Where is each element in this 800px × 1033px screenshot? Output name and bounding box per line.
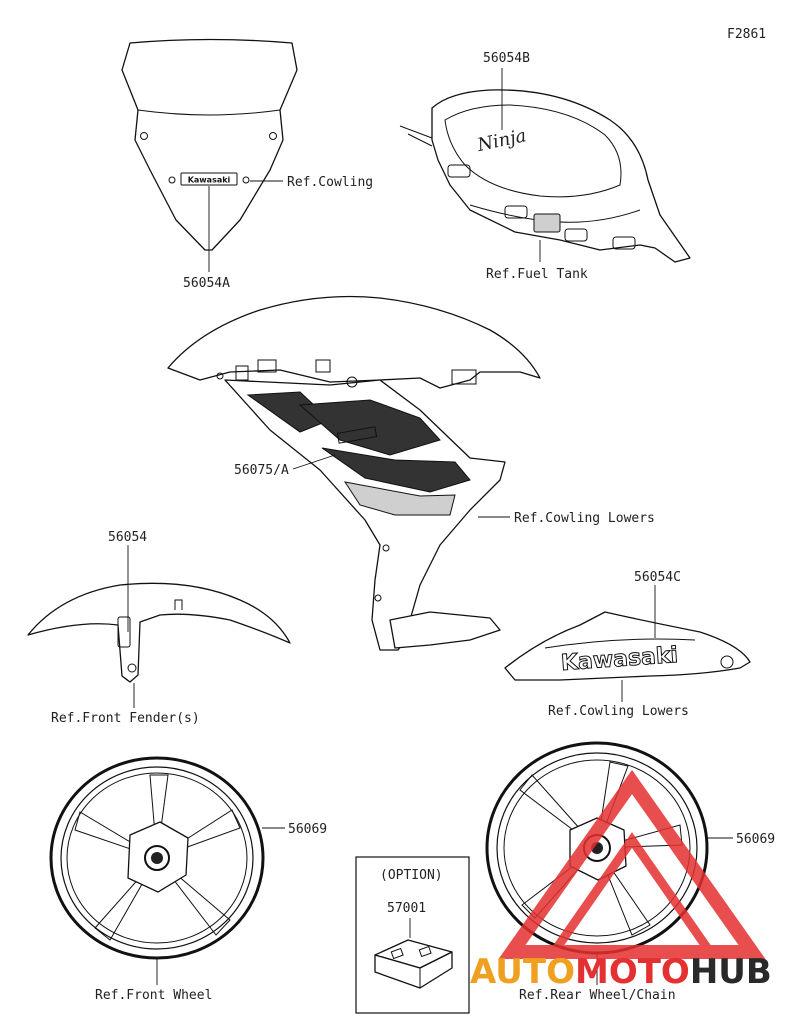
fuel-tank: Ninja xyxy=(399,89,691,263)
label-56054A: 56054A xyxy=(183,276,230,291)
label-ref-front-fender: Ref.Front Fender(s) xyxy=(51,711,200,726)
windshield: Kawasaki xyxy=(121,38,298,251)
front-fender xyxy=(27,582,291,683)
watermark-auto: AUTO xyxy=(470,952,575,992)
label-ref-fuel-tank: Ref.Fuel Tank xyxy=(486,267,588,282)
option-box: (OPTION) 57001 xyxy=(355,856,470,1014)
figure-code: F2861 xyxy=(727,27,766,42)
front-wheel xyxy=(49,756,265,960)
watermark-inner-triangle-icon xyxy=(545,832,719,957)
label-ref-rear-wheel: Ref.Rear Wheel/Chain xyxy=(519,988,676,1003)
label-ref-cowling: Ref.Cowling xyxy=(287,175,373,190)
label-rear-wheel-56069: 56069 xyxy=(736,832,775,847)
label-57001: 57001 xyxy=(387,901,426,916)
label-56075A: 56075/A xyxy=(234,463,289,478)
leader-56075A xyxy=(292,454,336,470)
side-cowl xyxy=(167,295,541,651)
label-ref-cowling-lowers-2: Ref.Cowling Lowers xyxy=(548,704,689,719)
cowling-lower: Kawasaki xyxy=(504,611,751,681)
watermark-text: AUTOMOTOHUB xyxy=(470,952,772,992)
windshield-decal-logo: Kawasaki xyxy=(188,176,231,185)
label-56054C: 56054C xyxy=(634,570,681,585)
option-title: (OPTION) xyxy=(380,868,443,883)
label-56054B: 56054B xyxy=(483,51,530,66)
watermark-moto: MOTO xyxy=(575,952,690,992)
label-56054: 56054 xyxy=(108,530,147,545)
label-ref-cowling-lowers-1: Ref.Cowling Lowers xyxy=(514,511,655,526)
label-ref-front-wheel: Ref.Front Wheel xyxy=(95,988,212,1003)
label-front-wheel-56069: 56069 xyxy=(288,822,327,837)
watermark-hub: HUB xyxy=(690,952,772,992)
watermark-logo xyxy=(498,769,766,959)
stand-tool xyxy=(374,939,453,989)
